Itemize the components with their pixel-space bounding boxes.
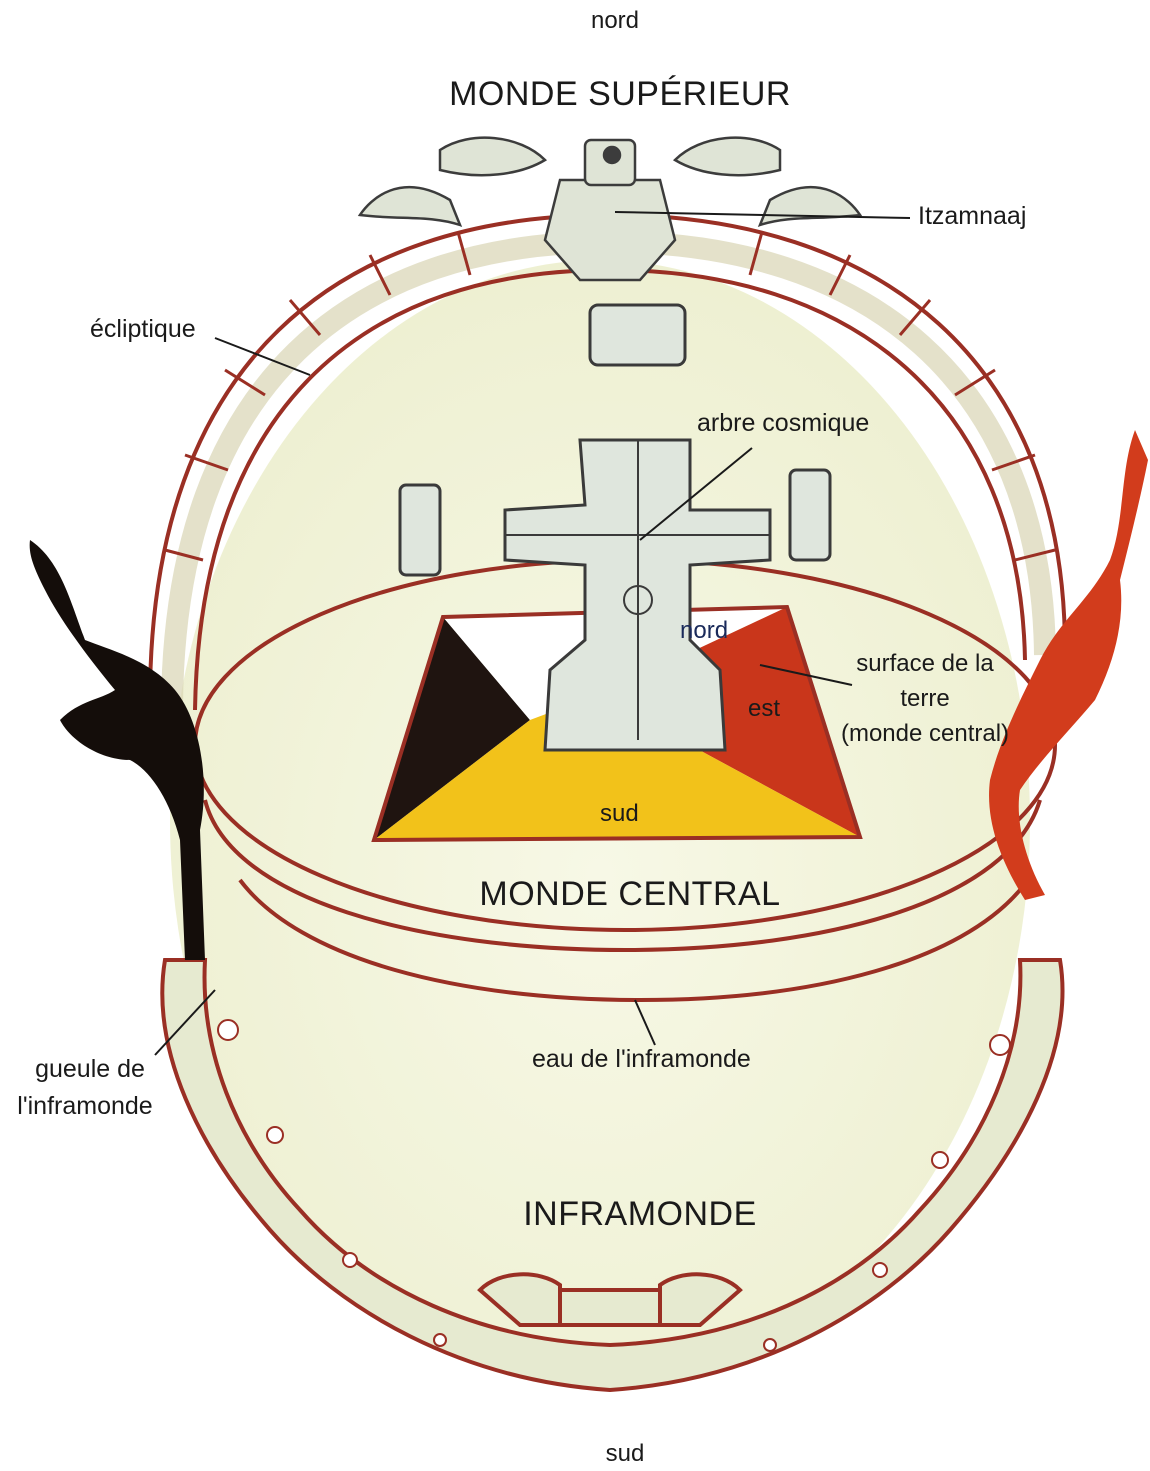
- south-direction-label: sud: [590, 1441, 660, 1467]
- earth-surface-label-line3: (monde central): [830, 721, 1020, 747]
- itzamnaaj-label: Itzamnaaj: [918, 203, 1026, 231]
- underworld-maw-label-line1: gueule de: [10, 1056, 170, 1084]
- upper-world-title: MONDE SUPÉRIEUR: [420, 76, 820, 113]
- underworld-title: INFRAMONDE: [440, 1196, 840, 1233]
- earth-quarter-east-label: est: [748, 696, 780, 722]
- underworld-maw-label-line2: l'inframonde: [0, 1093, 170, 1121]
- earth-surface-label-line1: surface de la: [840, 651, 1010, 677]
- cosmic-tree-label: arbre cosmique: [697, 410, 869, 438]
- earth-quarter-north-label: nord: [680, 618, 728, 644]
- underworld-water-label: eau de l'inframonde: [532, 1046, 751, 1074]
- middle-world-title: MONDE CENTRAL: [430, 876, 830, 913]
- earth-surface-label-line2: terre: [840, 686, 1010, 712]
- north-direction-label: nord: [580, 8, 650, 34]
- ecliptic-label: écliptique: [90, 316, 196, 344]
- earth-quarter-south-label: sud: [600, 801, 639, 827]
